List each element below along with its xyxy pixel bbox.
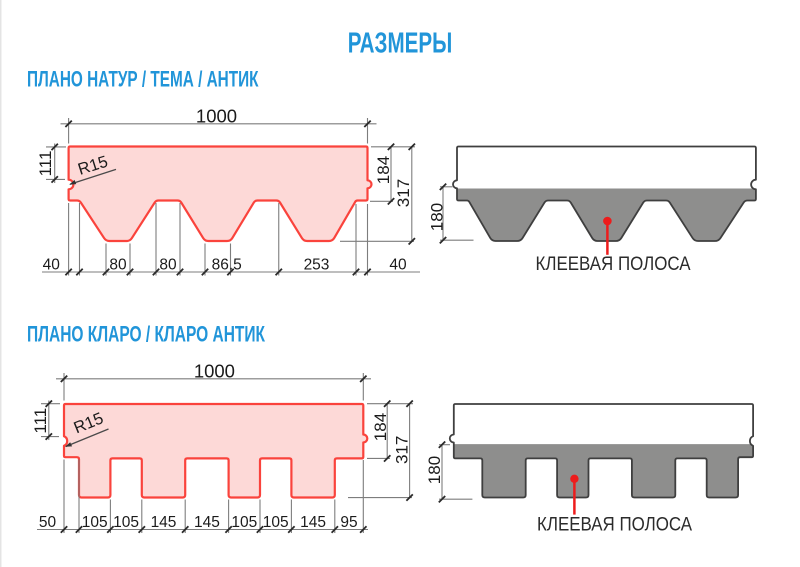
svg-text:184: 184 — [371, 413, 390, 441]
svg-text:145: 145 — [300, 514, 326, 531]
svg-text:180: 180 — [428, 203, 447, 231]
svg-text:1000: 1000 — [194, 360, 235, 381]
svg-text:50: 50 — [39, 514, 57, 531]
svg-text:КЛЕЕВАЯ ПОЛОСА: КЛЕЕВАЯ ПОЛОСА — [537, 513, 692, 535]
svg-text:184: 184 — [374, 156, 393, 184]
svg-text:105: 105 — [82, 514, 108, 531]
svg-text:1000: 1000 — [196, 105, 237, 126]
svg-text:145: 145 — [194, 514, 220, 531]
svg-text:95: 95 — [340, 514, 357, 531]
svg-text:РАЗМЕРЫ: РАЗМЕРЫ — [348, 28, 453, 60]
svg-text:40: 40 — [389, 257, 407, 274]
svg-text:КЛЕЕВАЯ ПОЛОСА: КЛЕЕВАЯ ПОЛОСА — [536, 253, 691, 275]
svg-text:80: 80 — [159, 257, 177, 274]
svg-text:145: 145 — [151, 514, 177, 531]
svg-text:253: 253 — [304, 257, 330, 274]
svg-text:86.5: 86.5 — [212, 257, 242, 274]
svg-text:317: 317 — [392, 436, 411, 464]
svg-text:105: 105 — [113, 514, 139, 531]
svg-text:105: 105 — [263, 514, 289, 531]
svg-text:80: 80 — [109, 257, 127, 274]
svg-text:180: 180 — [425, 456, 444, 484]
svg-text:ПЛАНО НАТУР / ТЕМА / АНТИК: ПЛАНО НАТУР / ТЕМА / АНТИК — [27, 67, 259, 92]
svg-text:317: 317 — [394, 179, 413, 207]
svg-text:111: 111 — [31, 408, 50, 434]
svg-text:111: 111 — [36, 151, 55, 177]
svg-text:ПЛАНО КЛАРО / КЛАРО АНТИК: ПЛАНО КЛАРО / КЛАРО АНТИК — [27, 322, 265, 347]
svg-text:40: 40 — [43, 257, 61, 274]
svg-text:105: 105 — [231, 514, 257, 531]
